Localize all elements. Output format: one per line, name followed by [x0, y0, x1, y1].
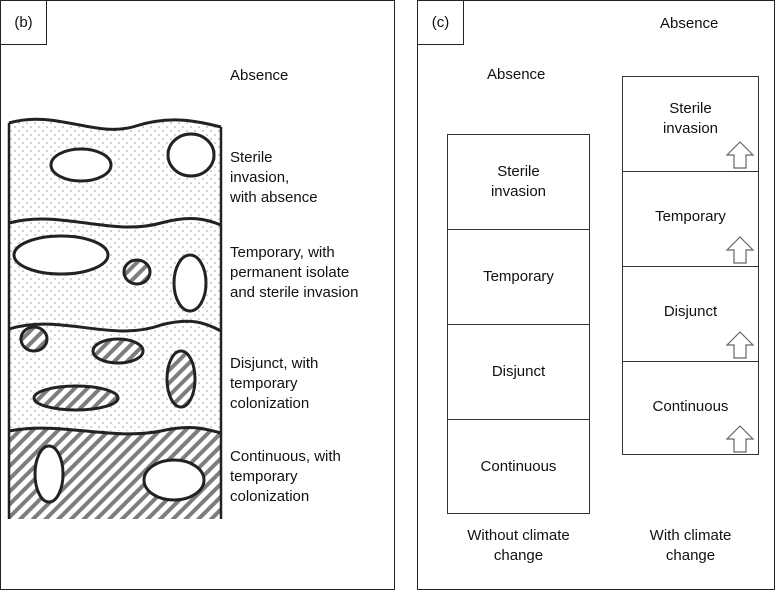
caption-with-climate-change: With climate change — [622, 526, 759, 566]
caption-line: With climate — [649, 527, 732, 544]
panel-c-tag: (c) — [418, 1, 464, 45]
without-box-disjunct: Disjunct — [447, 324, 590, 420]
absence-patch — [49, 147, 113, 183]
zone-label-line: invasion, — [230, 169, 290, 186]
zone-label-line: Disjunct, with — [230, 355, 319, 372]
zone-label-line: temporary — [230, 468, 298, 485]
zone-label-line: Continuous, with — [230, 448, 341, 465]
absence-patch — [33, 444, 65, 504]
box-label-line: Disjunct — [663, 303, 718, 320]
without-box-temporary: Temporary — [447, 229, 590, 325]
colonization-patch — [165, 349, 197, 409]
up-arrow-icon — [725, 236, 755, 264]
without-box-continuous: Continuous — [447, 419, 590, 514]
box-label-line: Sterile — [497, 163, 540, 180]
zone-label-continuous: Continuous, with temporary colonization — [230, 447, 341, 507]
caption-without-climate-change: Without climate change — [447, 526, 590, 566]
panel-b-tag: (b) — [1, 1, 47, 45]
colonization-patch — [91, 337, 145, 365]
caption-line: change — [665, 547, 716, 564]
absence-label-with: Absence — [660, 15, 719, 32]
box-label-line: Disjunct — [491, 363, 546, 380]
panel-c: (c) Absence Absence Sterile invasion Temp… — [417, 0, 775, 590]
box-label-line: Continuous — [480, 457, 557, 475]
zone-label-sterile: Sterile invasion, with absence — [230, 148, 318, 208]
up-arrow-icon — [725, 331, 755, 359]
without-box-sterile: Sterile invasion — [447, 134, 590, 230]
range-diagram — [7, 117, 223, 519]
zone-label-line: Temporary, with — [230, 244, 335, 261]
box-label-line: Continuous — [652, 398, 729, 415]
zone-boundary-1 — [8, 217, 222, 229]
up-arrow-icon — [725, 141, 755, 169]
colonization-patch — [32, 384, 120, 412]
box-label-line: Sterile — [669, 100, 712, 117]
box-label-line: invasion — [662, 120, 719, 137]
absence-patch — [166, 132, 216, 178]
absence-patch — [12, 234, 110, 276]
absence-patch — [142, 458, 206, 502]
box-label-line: Temporary — [655, 208, 726, 225]
box-label-line: invasion — [490, 183, 547, 200]
zone-label-line: Sterile — [230, 149, 273, 166]
absence-label: Absence — [230, 67, 289, 84]
absence-patch — [172, 253, 208, 313]
zone-label-line: and sterile invasion — [230, 284, 359, 301]
caption-line: change — [493, 547, 544, 564]
zone-label-line: with absence — [230, 189, 318, 206]
absence-label-without: Absence — [487, 66, 546, 83]
box-label-line: Temporary — [483, 268, 554, 285]
isolate-patch — [122, 258, 152, 286]
panel-b: (b) — [0, 0, 395, 590]
caption-line: Without climate — [467, 527, 570, 544]
zone-label-temporary: Temporary, with permanent isolate and st… — [230, 243, 358, 303]
zone-boundary-2 — [8, 319, 222, 333]
zone-label-line: colonization — [230, 395, 310, 412]
zone-boundary-3 — [8, 426, 222, 436]
zone-label-line: permanent isolate — [230, 264, 350, 281]
colonization-patch — [19, 325, 49, 353]
up-arrow-icon — [725, 425, 755, 453]
column-outline — [7, 123, 223, 519]
zone-label-line: colonization — [230, 488, 310, 505]
zone-label-disjunct: Disjunct, with temporary colonization — [230, 354, 318, 414]
zone-boundary-top — [8, 117, 222, 131]
zone-label-line: temporary — [230, 375, 298, 392]
